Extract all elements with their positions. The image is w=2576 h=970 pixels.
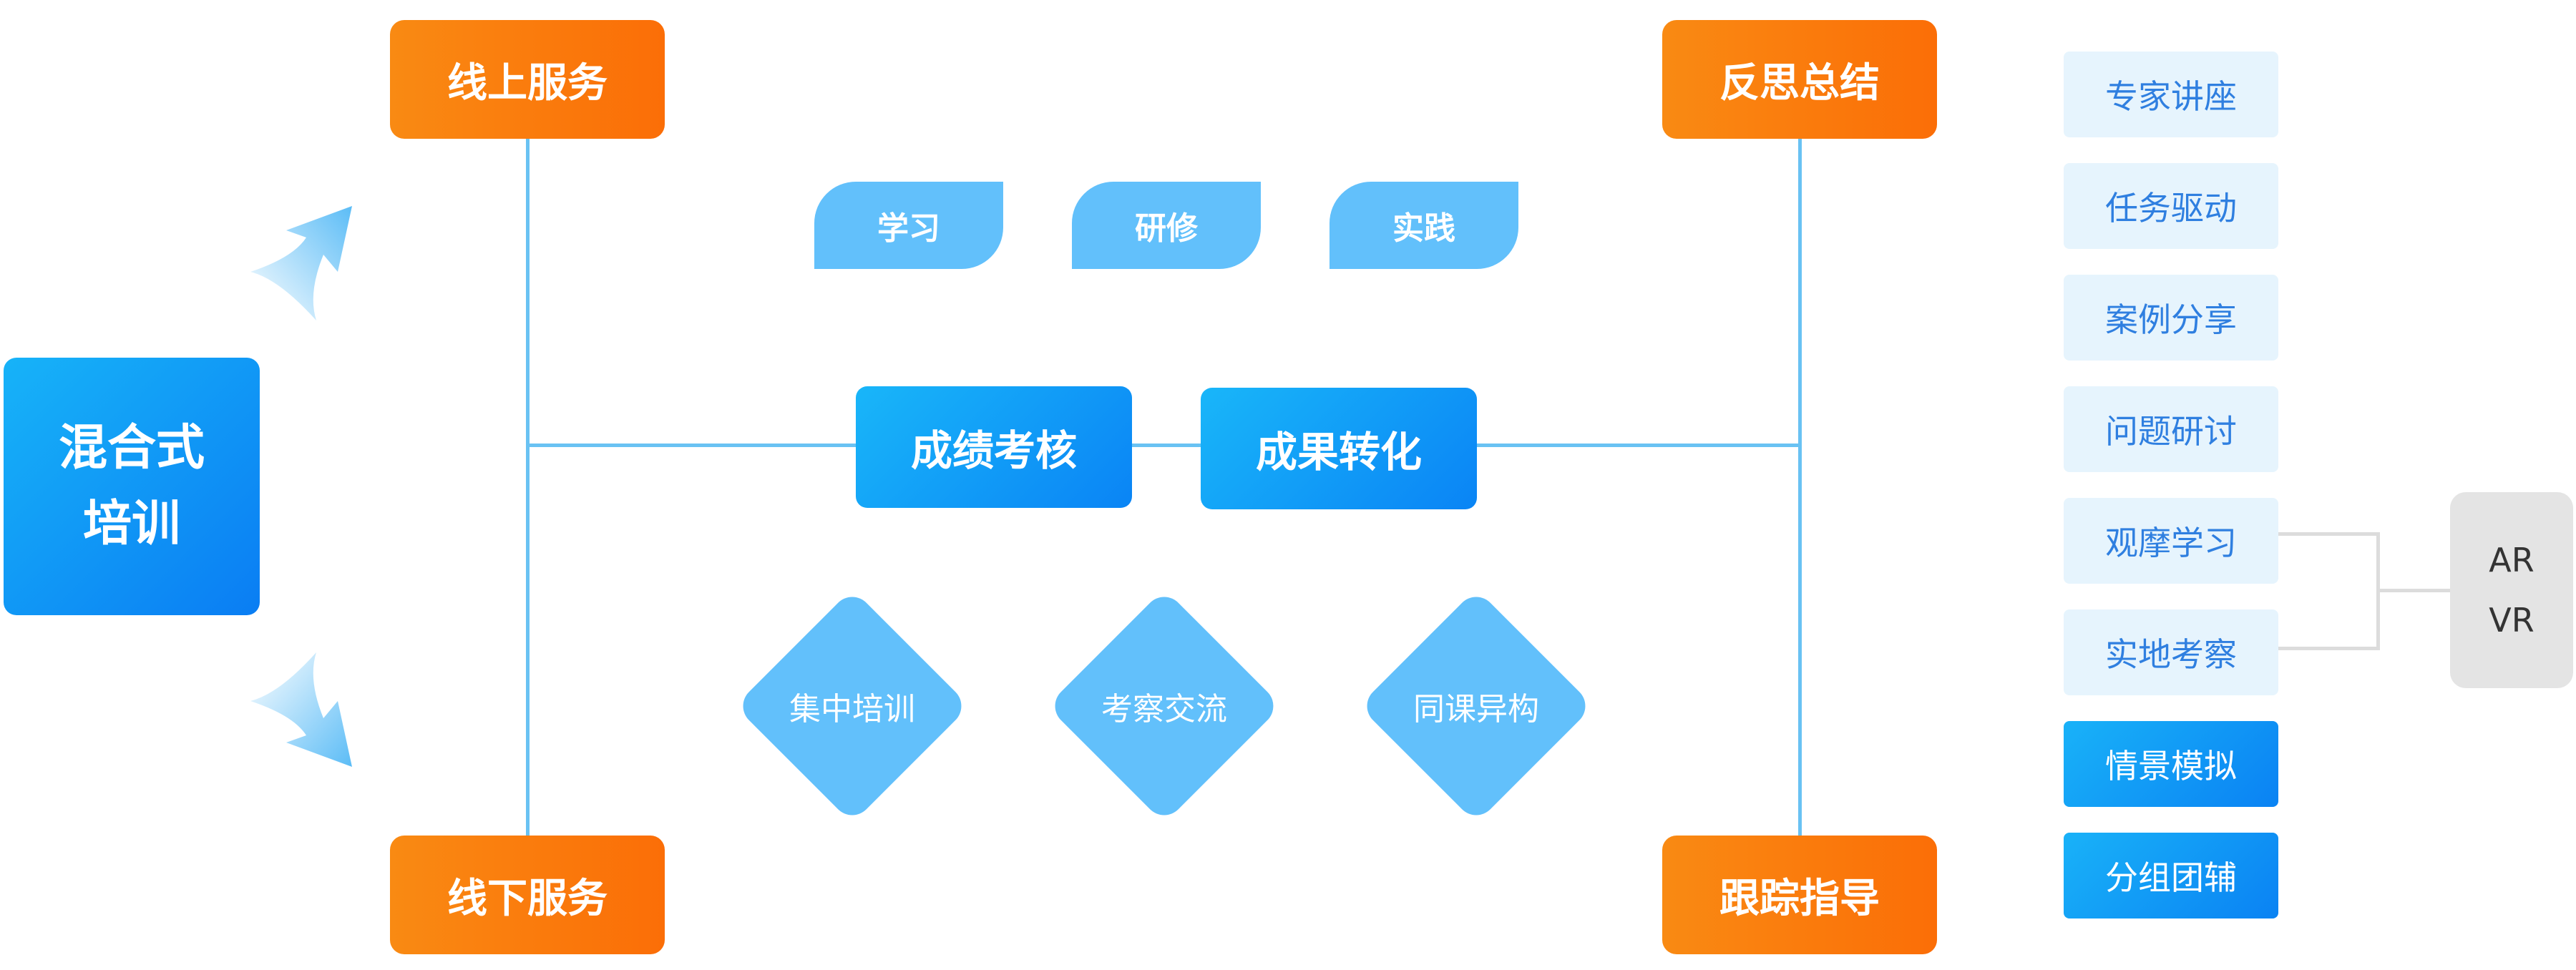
diamond-study-exchange: 考察交流 bbox=[1046, 588, 1282, 824]
method-label: 分组团辅 bbox=[2105, 858, 2237, 897]
method-item: 情景模拟 bbox=[2064, 721, 2278, 807]
arrow-down-right-icon bbox=[250, 652, 352, 767]
diamond-centralized-training: 集中培训 bbox=[734, 588, 970, 824]
leaf-tab-label: 实践 bbox=[1392, 210, 1455, 247]
assessment-box: 成绩考核 bbox=[856, 386, 1132, 508]
online-service-label: 线上服务 bbox=[447, 59, 608, 107]
method-label: 案例分享 bbox=[2105, 300, 2237, 339]
right-vertical-line bbox=[1798, 139, 1802, 837]
method-label: 情景模拟 bbox=[2105, 747, 2237, 785]
leaf-tab-study: 学习 bbox=[814, 182, 1003, 269]
method-item: 实地考察 bbox=[2064, 609, 2278, 695]
diamond-label: 考察交流 bbox=[1101, 691, 1227, 728]
ar-vr-box: AR VR bbox=[2450, 492, 2573, 688]
vr-label: VR bbox=[2489, 601, 2534, 640]
tracking-guidance-label: 跟踪指导 bbox=[1719, 875, 1880, 922]
assessment-label: 成绩考核 bbox=[910, 426, 1077, 475]
method-item: 专家讲座 bbox=[2064, 52, 2278, 137]
offline-service-box: 线下服务 bbox=[390, 836, 665, 954]
method-label: 问题研讨 bbox=[2105, 412, 2237, 451]
arrow-up-right-icon bbox=[250, 206, 352, 320]
reflection-summary-label: 反思总结 bbox=[1719, 59, 1880, 107]
center-horizontal-line bbox=[526, 444, 1802, 447]
diamond-same-lesson: 同课异构 bbox=[1358, 588, 1594, 824]
leaf-tab-practice: 实践 bbox=[1330, 182, 1518, 269]
transformation-box: 成果转化 bbox=[1201, 388, 1477, 509]
leaf-tab-label: 学习 bbox=[877, 210, 940, 247]
diamond-label: 集中培训 bbox=[789, 691, 915, 728]
left-vertical-line bbox=[526, 139, 530, 837]
connector-line bbox=[2376, 589, 2450, 592]
method-label: 任务驱动 bbox=[2105, 189, 2237, 227]
tracking-guidance-box: 跟踪指导 bbox=[1662, 836, 1937, 954]
main-title-line2: 培训 bbox=[82, 496, 180, 552]
leaf-tab-research: 研修 bbox=[1072, 182, 1261, 269]
method-item: 任务驱动 bbox=[2064, 163, 2278, 249]
method-label: 观摩学习 bbox=[2105, 524, 2237, 562]
method-item: 观摩学习 bbox=[2064, 498, 2278, 584]
method-item: 案例分享 bbox=[2064, 275, 2278, 361]
method-item: 问题研讨 bbox=[2064, 386, 2278, 472]
transformation-label: 成果转化 bbox=[1255, 428, 1422, 476]
online-service-box: 线上服务 bbox=[390, 20, 665, 139]
blended-training-box: 混合式 培训 bbox=[4, 358, 260, 615]
method-item: 分组团辅 bbox=[2064, 833, 2278, 918]
connector-line bbox=[2278, 532, 2380, 536]
connector-line bbox=[2278, 647, 2380, 650]
method-label: 专家讲座 bbox=[2105, 77, 2237, 116]
method-label: 实地考察 bbox=[2105, 635, 2237, 674]
offline-service-label: 线下服务 bbox=[447, 875, 608, 922]
reflection-summary-box: 反思总结 bbox=[1662, 20, 1937, 139]
ar-label: AR bbox=[2489, 541, 2534, 579]
main-title-line1: 混合式 bbox=[58, 420, 205, 476]
diamond-label: 同课异构 bbox=[1413, 691, 1539, 728]
leaf-tab-label: 研修 bbox=[1135, 210, 1198, 247]
